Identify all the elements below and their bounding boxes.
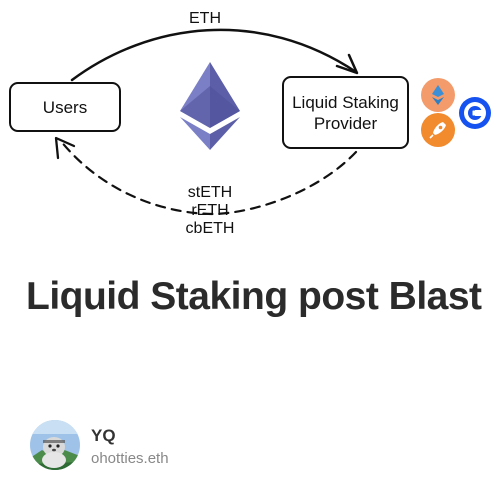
users-node: Users [9,82,121,132]
provider-label: Liquid Staking Provider [292,92,399,133]
flow-arrows [54,28,359,216]
ethereum-logo-icon [180,62,240,150]
eth-flow-arrow [70,28,358,82]
token-flow-arrowhead [54,136,76,160]
coinbase-logo-icon [458,96,492,130]
token-flow-arrow [58,138,358,216]
author-handle: ohotties.eth [91,450,169,467]
seal-avatar-icon[interactable] [30,420,80,470]
token-flow-labels: stETH rETH cbETH [170,184,250,238]
token-label-reth: rETH [191,202,229,219]
eth-flow-label: ETH [187,10,223,27]
liquid-staking-provider-node: Liquid Staking Provider [282,76,409,149]
post-title: Liquid Staking post Blast [26,275,482,318]
author-name[interactable]: YQ [91,426,116,445]
users-label: Users [42,97,88,117]
rocket-pool-logo-icon [421,113,455,147]
eth-flow-arrowhead [335,53,359,75]
staking-diagram: ETH Users Liquid Staking Provider stETH … [9,10,492,238]
lido-logo-icon [421,78,455,112]
token-label-steth: stETH [187,184,233,201]
token-label-cbeth: cbETH [185,220,235,237]
